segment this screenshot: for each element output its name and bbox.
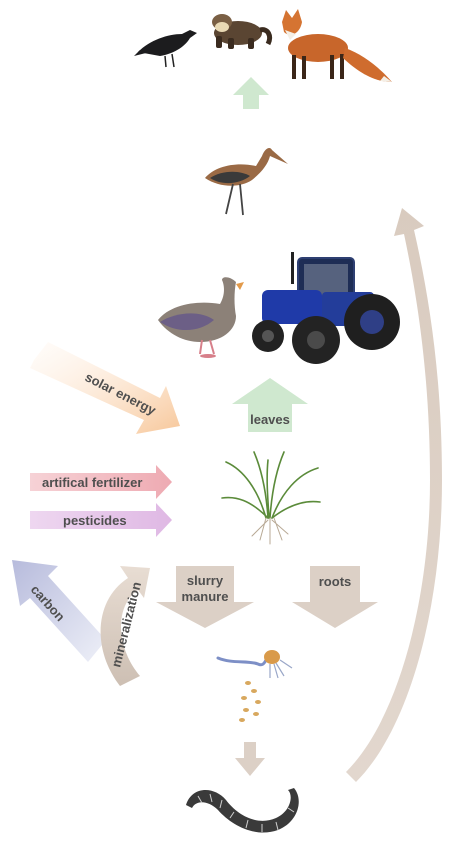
slurry-manure-arrow [156, 566, 254, 628]
grass-icon [221, 451, 321, 545]
leaves-label: leaves [250, 412, 290, 427]
pesticides-arrow [30, 503, 172, 537]
leaves-arrow [232, 378, 308, 432]
marten-icon [212, 14, 273, 49]
roots-label: roots [319, 574, 352, 589]
nutrient-return-arrow [346, 208, 442, 782]
earthworm-icon [186, 788, 299, 833]
up-arrow-top [233, 77, 269, 109]
down-arrow-to-worm [235, 742, 265, 776]
fox-icon [282, 9, 392, 82]
tractor-icon [252, 252, 400, 364]
seeds-icon [239, 681, 261, 722]
slurry-label: slurry [187, 573, 224, 588]
roots-arrow [292, 566, 378, 628]
artificial-fertilizer-label: artifical fertilizer [42, 475, 142, 490]
mineralization-arrow [100, 566, 150, 686]
godwit-icon [205, 148, 288, 216]
manure-label: manure [182, 589, 229, 604]
artificial-fertilizer-arrow [30, 465, 172, 499]
carbon-arrow [12, 560, 106, 662]
goose-icon [158, 277, 244, 358]
pesticides-label: pesticides [63, 513, 127, 528]
microbes-icon [216, 650, 293, 679]
crow-icon [134, 30, 197, 68]
solar-energy-arrow [30, 342, 180, 434]
